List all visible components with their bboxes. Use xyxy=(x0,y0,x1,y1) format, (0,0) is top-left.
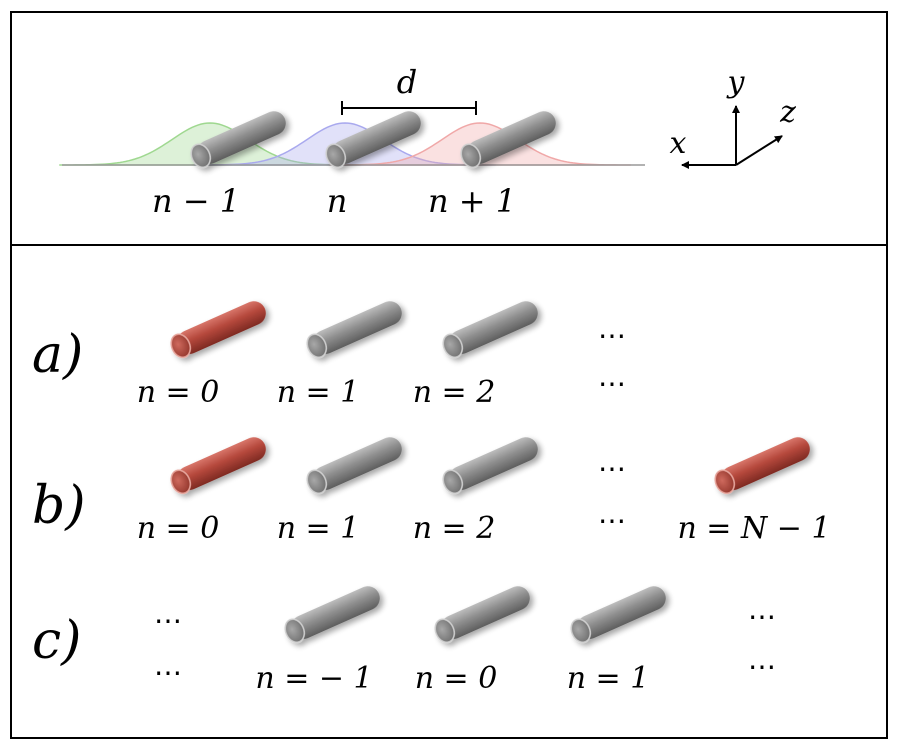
row-label-c: c) xyxy=(32,611,81,671)
row-c-site-label: n = 1 xyxy=(567,661,650,696)
top-waveguides xyxy=(190,111,556,169)
row-label-a: a) xyxy=(32,325,83,385)
row-a-site-label: n = 0 xyxy=(137,375,220,410)
axis-y-label: y xyxy=(726,65,746,100)
row-a-site-label: n = 1 xyxy=(277,375,360,410)
row-b-ellipsis: ⋯ xyxy=(598,452,626,485)
spacing-indicator: d xyxy=(341,63,477,115)
axis-x-label: x xyxy=(670,126,687,161)
row-a-ellipsis: ⋯ xyxy=(598,319,626,352)
row-c-ellipsis: ⋯ xyxy=(748,600,776,633)
waveguide-rod xyxy=(442,301,538,359)
row-b-ellipsis: ⋯ xyxy=(598,504,626,537)
coordinate-axes: x y z xyxy=(670,65,796,169)
row-b-site-label: n = N − 1 xyxy=(677,511,830,546)
row-a-ellipsis: ⋯ xyxy=(598,367,626,400)
row-c-ellipsis: ⋯ xyxy=(748,650,776,683)
waveguide-rod xyxy=(442,437,538,495)
row-c-site-label: n = − 1 xyxy=(255,661,372,696)
site-label-n: n xyxy=(327,182,348,220)
row-b-site-label: n = 1 xyxy=(277,511,360,546)
waveguide-rod xyxy=(570,586,666,644)
row-c-ellipsis: ⋯ xyxy=(154,604,182,637)
row-a-site-label: n = 2 xyxy=(413,375,496,410)
axis-z-label: z xyxy=(779,95,796,130)
waveguide-rod xyxy=(434,586,530,644)
waveguide-rod xyxy=(306,301,402,359)
row-c-site-label: n = 0 xyxy=(415,661,498,696)
outer-frame xyxy=(10,11,888,739)
spacing-label: d xyxy=(397,63,417,101)
waveguide-rod xyxy=(460,111,556,169)
waveguide-rod xyxy=(284,586,380,644)
top-panel: d n − 1 n n + 1 x y z xyxy=(59,63,796,220)
row-label-b: b) xyxy=(32,476,86,536)
array-waveguides xyxy=(170,301,810,644)
excited-waveguide-rod xyxy=(170,301,266,359)
waveguide-rod xyxy=(325,111,421,169)
row-b-site-label: n = 0 xyxy=(137,511,220,546)
site-label-n-plus-1: n + 1 xyxy=(428,182,516,220)
axis-z-arrow xyxy=(735,135,783,166)
waveguide-rod xyxy=(306,437,402,495)
row-c-ellipsis: ⋯ xyxy=(154,656,182,689)
excited-waveguide-rod xyxy=(714,437,810,495)
waveguide-rod xyxy=(190,111,286,169)
bottom-panel: a) b) c) n = 0 n = 1 n = 2 ⋯ ⋯ n = 0 n =… xyxy=(32,301,831,696)
row-b-site-label: n = 2 xyxy=(413,511,496,546)
excited-waveguide-rod xyxy=(170,437,266,495)
site-label-n-minus-1: n − 1 xyxy=(152,182,240,220)
